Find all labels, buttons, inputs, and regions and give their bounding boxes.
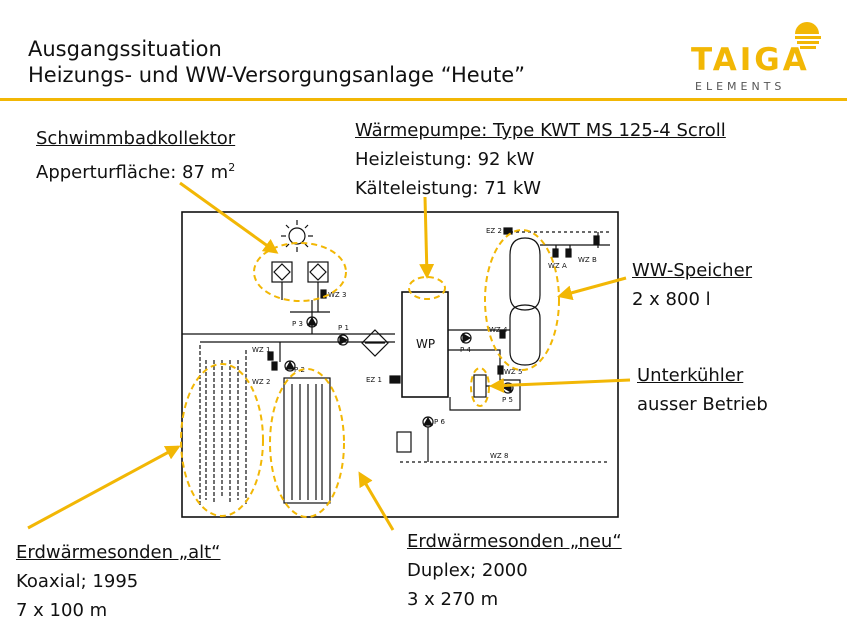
subcooler-icon	[473, 374, 487, 398]
p5-label: P 5	[502, 396, 513, 404]
arrow-probes-old	[27, 445, 181, 530]
callout-probes-new-title: Erdwärmesonden „neu“	[407, 531, 622, 552]
callout-storage-title: WW-Speicher	[632, 260, 753, 281]
pump-p3-icon	[306, 316, 318, 328]
arrow-collector	[179, 181, 279, 254]
expansion-vessel-icon	[396, 431, 412, 453]
sun-logo-icon	[795, 22, 821, 49]
callout-probes-old-title: Erdwärmesonden „alt“	[16, 542, 221, 563]
callout-heatpump-title: Wärmepumpe: Type KWT MS 125-4 Scroll	[355, 120, 726, 141]
callout-probes-old-type: Koaxial; 1995	[16, 571, 139, 592]
header-rule	[0, 98, 847, 101]
heat-exchanger-icon	[361, 329, 389, 357]
callout-probes-new-size: 3 x 270 m	[407, 589, 499, 610]
title-line-2: Heizungs- und WW-Versorgungsanlage “Heut…	[28, 63, 526, 87]
wz5-label: WZ 5	[504, 368, 522, 376]
storage-tanks-icon	[509, 237, 541, 366]
p1-label: P 1	[338, 324, 349, 332]
taiga-logo: TAIGA ELEMENTS	[683, 18, 833, 98]
arrow-probes-new	[358, 471, 395, 531]
probes-old-icon	[199, 345, 247, 505]
arrow-heatpump	[419, 196, 435, 279]
p6-label: P 6	[434, 418, 445, 426]
callout-probes-old: Erdwärmesonden „alt“ Koaxial; 1995 7 x 1…	[16, 538, 221, 625]
p4-label: P 4	[460, 346, 471, 354]
callout-heatpump: Wärmepumpe: Type KWT MS 125-4 Scroll Hei…	[355, 116, 726, 203]
schematic-frame	[181, 211, 619, 518]
wz4-label: WZ 4	[489, 326, 508, 334]
wz8-label: WZ 8	[490, 452, 508, 460]
arrow-subcooler	[489, 377, 631, 393]
highlight-storage	[484, 229, 560, 371]
wza-label: WZ A	[548, 262, 567, 270]
callout-storage: WW-Speicher 2 x 800 l	[632, 256, 752, 314]
wp-label: WP	[416, 337, 435, 351]
highlight-probes-new	[269, 368, 345, 518]
callout-probes-old-size: 7 x 100 m	[16, 600, 108, 621]
pump-p1-icon	[337, 334, 349, 346]
callout-pool-area-exponent: 2	[228, 161, 236, 174]
wzb-label: WZ B	[578, 256, 597, 264]
logo-wordmark: TAIGA	[691, 42, 810, 78]
highlight-probes-old	[180, 363, 264, 517]
callout-subcooler: Unterkühler ausser Betrieb	[637, 361, 768, 419]
pump-p4-icon	[460, 332, 472, 344]
wz3-label: WZ 3	[328, 291, 346, 299]
callout-probes-new-type: Duplex; 2000	[407, 560, 528, 581]
pump-p2-icon	[284, 360, 296, 372]
callout-heatpump-cooling: Kälteleistung: 71 kW	[355, 178, 542, 199]
wz1-label: WZ 1	[252, 346, 270, 354]
pump-p6-icon	[422, 416, 434, 428]
callout-pool-area: Apperturfläche: 87 m	[36, 162, 229, 183]
highlight-subcooler	[470, 367, 490, 407]
heat-pump-box	[401, 291, 449, 398]
callout-storage-volume: 2 x 800 l	[632, 289, 711, 310]
ez2-label: EZ 2	[486, 227, 502, 235]
arrow-storage	[557, 276, 627, 301]
ez1-label: EZ 1	[366, 376, 382, 384]
probes-new-icon	[283, 377, 331, 504]
callout-subcooler-status: ausser Betrieb	[637, 394, 768, 415]
highlight-collector	[253, 242, 347, 302]
title-line-1: Ausgangssituation	[28, 37, 222, 61]
callout-probes-new: Erdwärmesonden „neu“ Duplex; 2000 3 x 27…	[407, 527, 622, 614]
pool-collector-icon	[271, 261, 329, 312]
p3-label: P 3	[292, 320, 303, 328]
callout-pool: Schwimmbadkollektor Apperturfläche: 87 m…	[36, 124, 235, 187]
logo-subtitle: ELEMENTS	[695, 80, 786, 93]
callout-subcooler-title: Unterkühler	[637, 365, 744, 386]
callout-pool-title: Schwimmbadkollektor	[36, 128, 236, 149]
ez1-icon	[389, 375, 401, 384]
callout-heatpump-heating: Heizleistung: 92 kW	[355, 149, 535, 170]
sun-icon	[281, 220, 313, 252]
page-title: Ausgangssituation Heizungs- und WW-Verso…	[28, 36, 525, 88]
wz2-label: WZ 2	[252, 378, 270, 386]
highlight-heatpump	[408, 276, 446, 300]
